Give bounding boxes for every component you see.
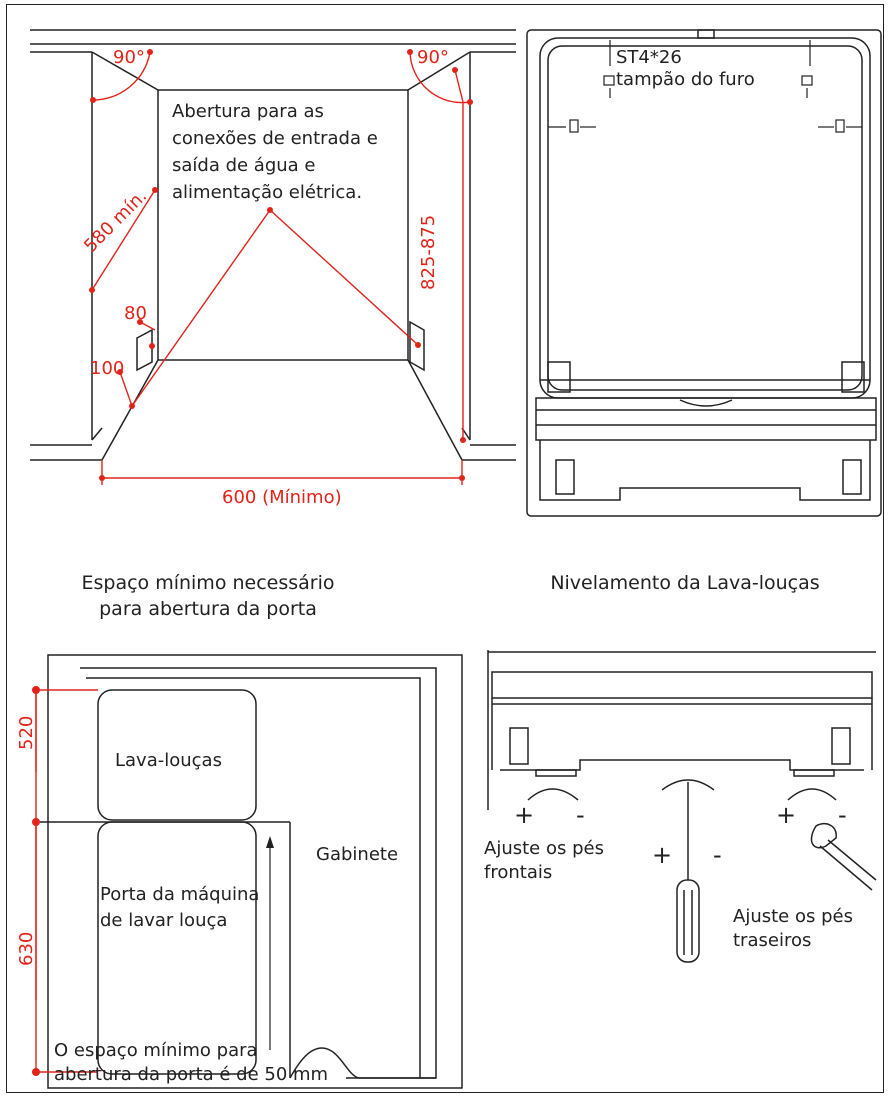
cavity-drawing — [30, 29, 516, 461]
dim-80-label: 80 — [124, 303, 147, 324]
angle-right-label: 90° — [417, 47, 449, 68]
opening-note-line-1: Abertura para as — [172, 101, 324, 122]
dim-630-label: 630 — [16, 931, 37, 966]
height-range-label: 825-875 — [418, 214, 439, 290]
dim-520-label: 520 — [16, 715, 37, 750]
plug-label: tampão do furo — [616, 69, 755, 90]
door-note-line-1: O espaço mínimo para — [54, 1040, 258, 1061]
door-space-caption-line-1: Espaço mínimo necessário — [81, 572, 335, 594]
cabinet-label: Gabinete — [316, 844, 399, 865]
front-minus: - — [576, 801, 585, 829]
door-label-line-2: de lavar louça — [100, 910, 228, 931]
front-feet-line-2: frontais — [484, 862, 553, 883]
front-feet-line-1: Ajuste os pés — [484, 838, 604, 859]
screwdriver-minus: - — [713, 841, 722, 869]
leveling-drawing — [487, 650, 877, 963]
screw-label: ST4*26 — [616, 47, 682, 68]
dim-100-label: 100 — [90, 358, 125, 379]
opening-note-line-4: alimentação elétrica. — [172, 182, 363, 203]
screwdriver-plus: + — [652, 841, 673, 869]
door-space-caption-line-2: para abertura da porta — [99, 598, 317, 620]
dimension-dots — [32, 49, 473, 1076]
rear-plus: + — [776, 801, 797, 829]
dishwasher-label: Lava-louças — [115, 750, 222, 771]
rear-feet-line-1: Ajuste os pés — [733, 906, 853, 927]
leveling-caption: Nivelamento da Lava-louças — [550, 572, 820, 594]
door-space-drawing — [40, 654, 463, 1089]
front-view-drawing — [526, 29, 882, 517]
rear-minus: - — [838, 801, 847, 829]
door-note-line-2: abertura da porta é de 50 mm — [54, 1064, 329, 1085]
opening-note-line-2: conexões de entrada e — [172, 128, 378, 149]
width-min-label: 600 (Mínimo) — [222, 487, 342, 508]
door-label-line-1: Porta da máquina — [100, 884, 260, 905]
page-frame — [6, 4, 884, 1093]
rear-feet-line-2: traseiros — [733, 930, 812, 951]
angle-left-label: 90° — [113, 47, 145, 68]
front-plus: + — [514, 801, 535, 829]
opening-note-line-3: saída de água e — [172, 155, 316, 176]
